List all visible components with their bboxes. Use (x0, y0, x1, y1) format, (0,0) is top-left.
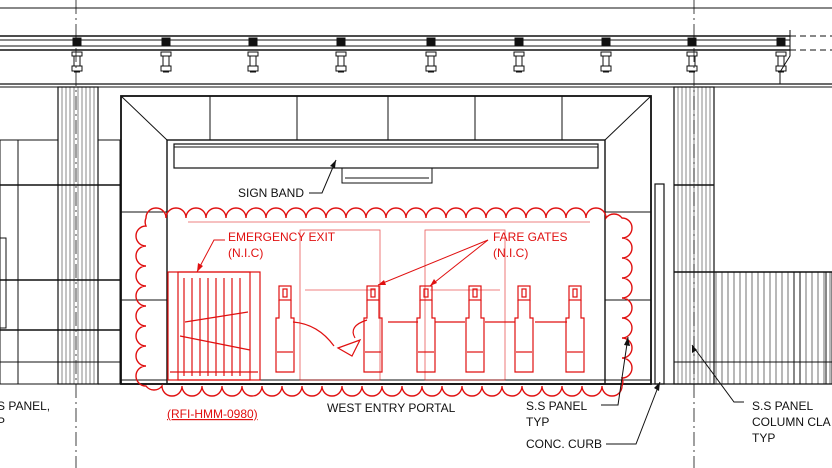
left-wall-panels (0, 86, 121, 385)
hanger-bracket (600, 37, 612, 73)
hanger-bracket (335, 37, 347, 73)
hanger-bracket (160, 37, 172, 73)
emergency-exit-nic-label: (N.I.C) (228, 246, 263, 260)
emergency-exit-gate (167, 271, 261, 381)
fare-gate-cabinet (514, 285, 534, 373)
rfi-reference-link[interactable]: (RFI-HMM-0980) (167, 407, 258, 421)
emergency-exit-label: EMERGENCY EXIT (228, 230, 336, 244)
hanger-bracket (425, 37, 437, 73)
arrowheads (330, 160, 697, 391)
hanger-bracket (686, 37, 698, 73)
fence-post (793, 271, 801, 385)
fare-gates-nic-label: (N.I.C) (493, 246, 528, 260)
gate-paddle (352, 319, 368, 339)
truss-hangers (71, 37, 787, 73)
fare-gates-label: FARE GATES (493, 230, 567, 244)
hanger-bracket (513, 37, 525, 73)
hanger-bracket (775, 37, 787, 73)
sign-band-label: SIGN BAND (238, 186, 304, 200)
fare-gate-cabinet (275, 285, 295, 373)
gate-paddle (292, 321, 335, 347)
fare-gate-cabinet (465, 285, 485, 373)
column-cladding-label-line1: S.S PANEL (752, 399, 813, 413)
column-cladding-label-line2: COLUMN CLA (752, 415, 831, 429)
fare-gate-cabinet (416, 285, 436, 373)
right-column-hatch (677, 87, 711, 384)
canopy-truss (0, 7, 832, 88)
left-panel-label-line2: P (0, 415, 5, 429)
gate-paddle (336, 338, 362, 357)
leaders-black (309, 159, 744, 445)
doors (188, 221, 590, 381)
left-column-hatch (61, 87, 95, 384)
ss-panel-label-line2: TYP (526, 415, 549, 429)
ss-panel-label-line1: S.S PANEL (526, 399, 587, 413)
right-fence-panels (715, 271, 832, 385)
fence-post (825, 271, 832, 385)
right-column (673, 86, 832, 385)
hanger-bracket (247, 37, 259, 73)
fare-gate-cabinet (565, 285, 585, 373)
west-entry-portal-label: WEST ENTRY PORTAL (327, 401, 456, 415)
conc-curb-label: CONC. CURB (526, 437, 602, 451)
red-arrowheads (197, 263, 437, 286)
leaders-red (196, 239, 489, 287)
hanger-bracket (71, 37, 83, 73)
left-panel-label-line1: S PANEL, (0, 399, 50, 413)
revision-cloud (135, 207, 633, 397)
column-cladding-label-line3: TYP (752, 431, 775, 445)
fare-gate-cabinet (363, 285, 383, 373)
fare-gate-array (275, 285, 585, 373)
